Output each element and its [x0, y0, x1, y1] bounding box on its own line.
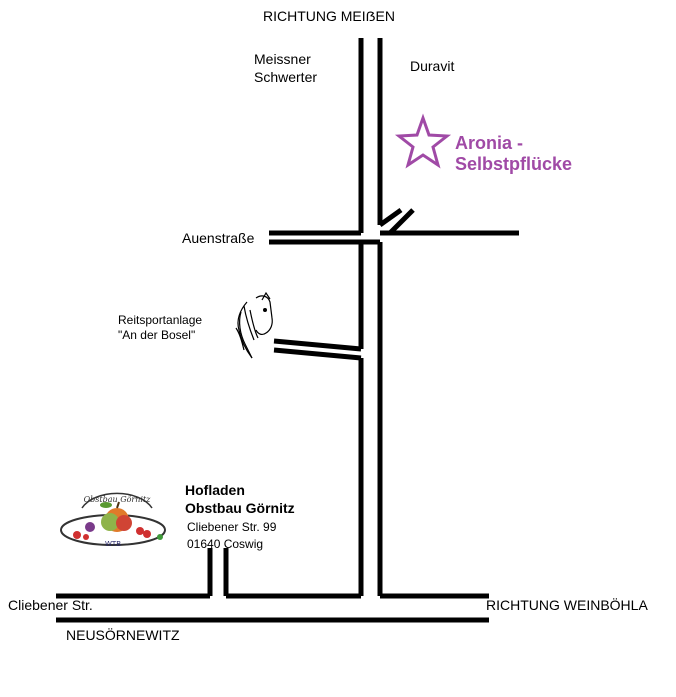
riding-stable-line-2: "An der Bosel"	[118, 328, 196, 342]
riding-stable-road	[273, 338, 362, 352]
diagonal-ramp	[388, 208, 415, 235]
diagonal-ramp	[378, 207, 403, 228]
aronia-line-2: Selbstpflücke	[455, 154, 573, 174]
riding-stable-line-1: Reitsportanlage	[118, 313, 203, 327]
star-icon	[394, 113, 452, 169]
meissner-line-1: Meissner	[254, 51, 311, 67]
hofladen-line-2: Obstbau Görnitz	[185, 500, 295, 516]
duravit-label: Duravit	[410, 58, 455, 74]
aronia-line-1: Aronia -	[455, 133, 524, 153]
aronia-destination-label: Aronia - Selbstpflücke	[455, 133, 572, 175]
direction-weinboehla-label: RICHTUNG WEINBÖHLA	[486, 597, 648, 613]
meissner-schwerter-label: Meissner Schwerter	[254, 50, 317, 86]
horse-head-icon	[235, 291, 273, 359]
riding-stable-label: Reitsportanlage "An der Bosel"	[118, 313, 202, 343]
direction-north-label: RICHTUNG MEIẞEN	[263, 8, 395, 24]
address-street: Cliebener Str. 99	[187, 520, 277, 534]
logo-arc-text: Obstbau Görnitz	[84, 495, 152, 504]
meissner-line-2: Schwerter	[254, 69, 318, 85]
hofladen-address: Cliebener Str. 99 01640 Coswig	[187, 519, 276, 553]
auenstrasse-label: Auenstraße	[182, 230, 255, 246]
hofladen-label: Hofladen Obstbau Görnitz	[185, 481, 295, 517]
logo-bottom-text: WTB	[105, 540, 121, 548]
riding-stable-road	[273, 347, 362, 361]
apple-logo-icon: Obstbau Görnitz WTB	[60, 492, 166, 548]
address-city: 01640 Coswig	[187, 537, 264, 551]
neusoernewitz-label: NEUSÖRNEWITZ	[66, 627, 180, 643]
hofladen-line-1: Hofladen	[185, 482, 245, 498]
cliebener-street-label: Cliebener Str.	[8, 597, 93, 613]
